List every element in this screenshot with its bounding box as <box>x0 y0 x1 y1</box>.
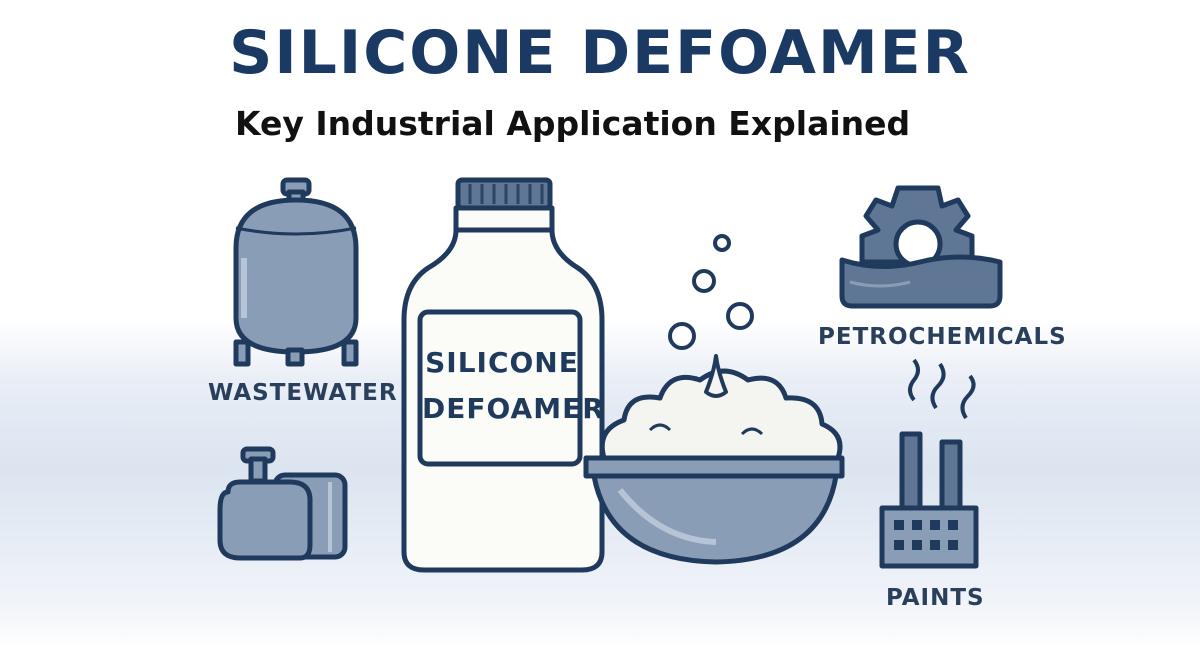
foam-bowl-icon <box>583 354 845 565</box>
bottle-label-line2: DEFOAMER <box>422 392 605 425</box>
gear-icon <box>839 185 1003 309</box>
storage-tank-icon <box>233 177 359 367</box>
pump-icon <box>217 446 348 561</box>
label-wastewater: WASTEWATER <box>208 380 398 406</box>
bubbles-icon <box>668 234 754 350</box>
bottle-icon <box>401 177 605 573</box>
label-petrochemicals: PETROCHEMICALS <box>818 324 1067 350</box>
page-subtitle: Key Industrial Application Explained <box>235 104 911 143</box>
factory-icon <box>879 358 979 569</box>
label-paints: PAINTS <box>886 585 985 611</box>
bottle-label: SILICONE DEFOAMER <box>422 340 605 432</box>
bottle-label-line1: SILICONE <box>425 346 579 379</box>
page-title: SILICONE DEFOAMER <box>229 18 971 88</box>
